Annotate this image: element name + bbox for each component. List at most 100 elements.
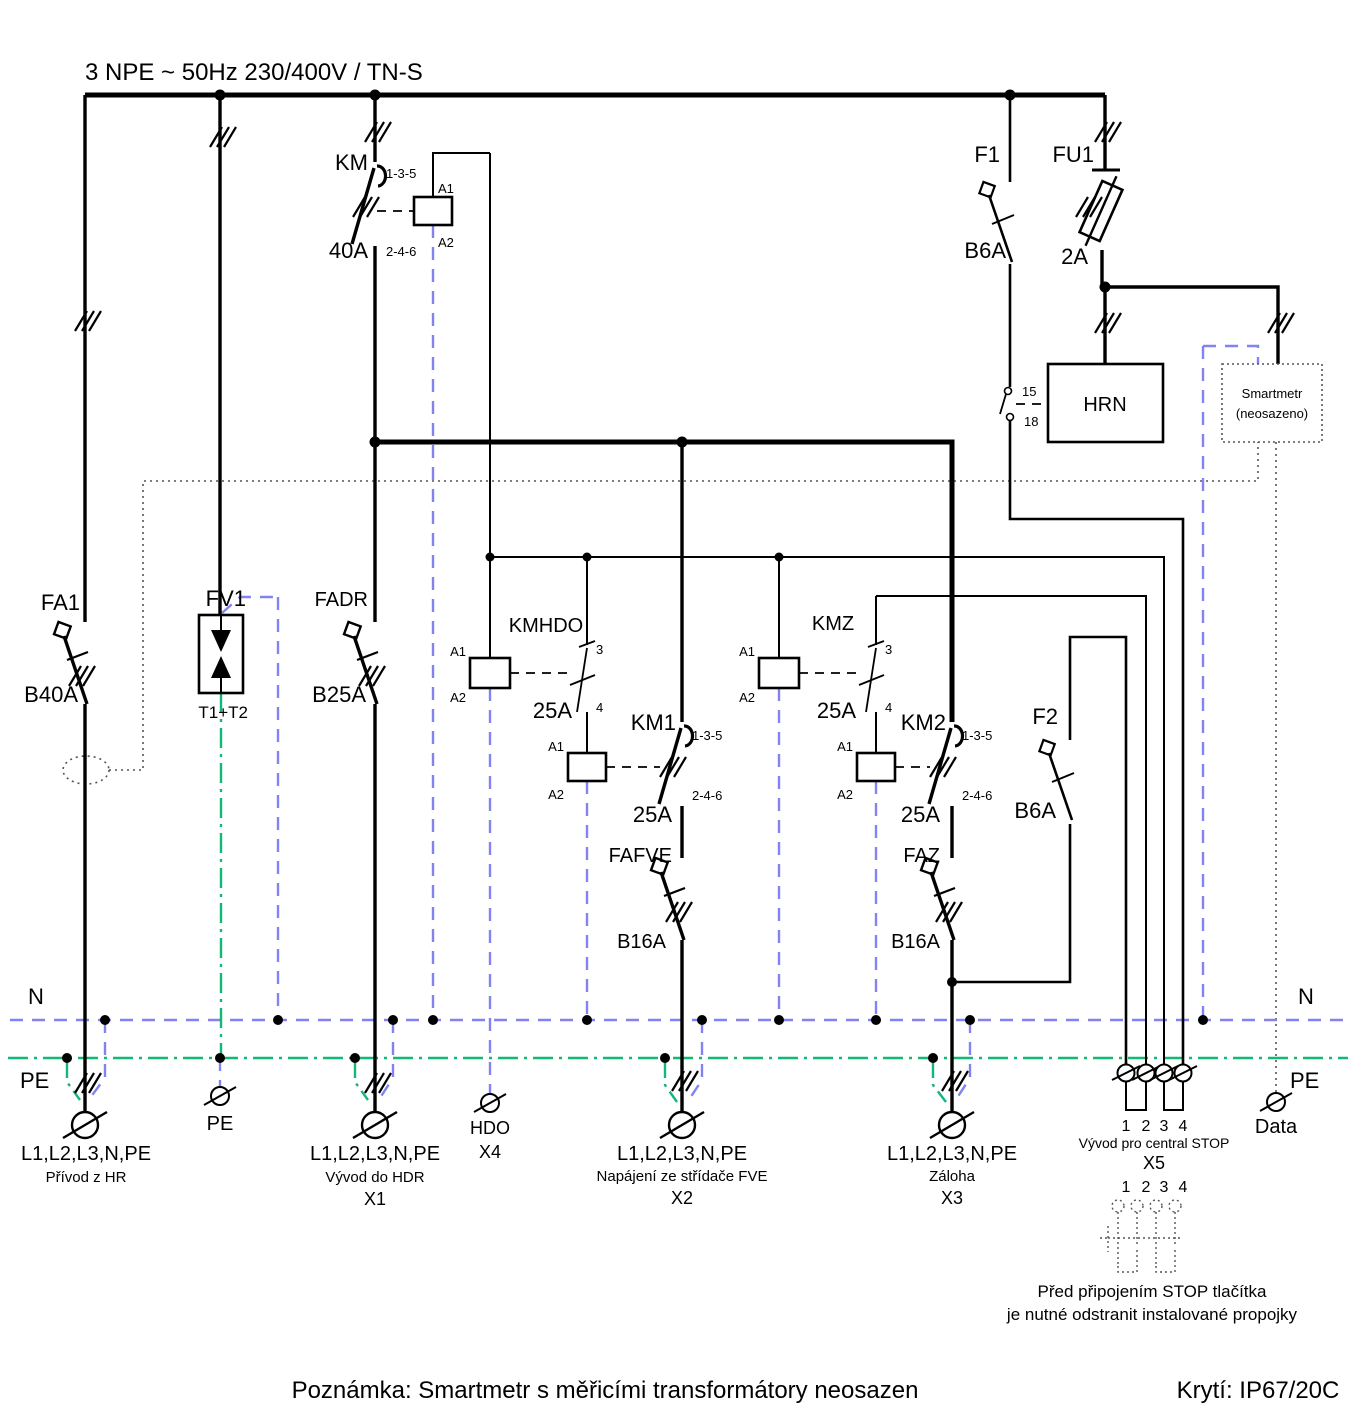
- footer-note: Poznámka: Smartmetr s měřicími transform…: [292, 1377, 919, 1404]
- km1-contactor: KM1 1-3-5 2-4-6 25A A1 A2: [548, 710, 722, 827]
- km-coil: [412, 195, 454, 227]
- km2-a1: A1: [837, 739, 853, 754]
- smartmetr-note: (neosazeno): [1236, 406, 1308, 421]
- x5-pin-4: 4: [1179, 1118, 1188, 1135]
- pe-rail-label-left: PE: [20, 1068, 49, 1093]
- kmz-a1: A1: [739, 644, 755, 659]
- km1-rating: 25A: [633, 802, 672, 827]
- terminal-data: Data: [1255, 1092, 1298, 1138]
- terminal-x5-block: 1 2 3 4 Vývod pro central STOP X5 1 2 3 …: [1006, 1063, 1298, 1324]
- fadr-rating: B25A: [312, 682, 366, 707]
- km1-a2: A2: [548, 787, 564, 802]
- fv1-type: T1+T2: [198, 703, 248, 722]
- slash-marks: [73, 120, 1296, 1095]
- km1-poles-top: 1-3-5: [692, 728, 722, 743]
- kmz-contact-top: 3: [885, 642, 892, 657]
- km2-coil: [855, 751, 897, 783]
- fv1-surge-protector: FV1 T1+T2: [197, 586, 248, 722]
- x1-wires: L1,L2,L3,N,PE: [310, 1143, 440, 1165]
- kmz-rating: 25A: [817, 698, 856, 723]
- x4-desc: HDO: [470, 1118, 510, 1138]
- kmz-a2: A2: [739, 690, 755, 705]
- privod-desc: Přívod z HR: [46, 1169, 127, 1186]
- smartmetr-box: Smartmetr (neosazeno): [1221, 363, 1323, 443]
- km1-a1: A1: [548, 739, 564, 754]
- f2-breaker: F2 B6A: [1014, 704, 1076, 823]
- x5-pin2-4: 4: [1179, 1179, 1188, 1196]
- fadr-breaker: FADR B25A: [312, 589, 385, 707]
- hrn-label: HRN: [1083, 394, 1126, 416]
- faz-breaker: FAZ B16A: [891, 845, 962, 953]
- x5-warning-line2: je nutné odstranit instalované propojky: [1006, 1305, 1298, 1324]
- km-contactor: KM 1-3-5 40A 2-4-6 A1 A2: [329, 150, 454, 263]
- x5-jumper-3-4: [1163, 1094, 1184, 1111]
- kmz-label: KMZ: [812, 613, 854, 635]
- x5-pin-2: 2: [1142, 1118, 1151, 1135]
- data-desc: Data: [1255, 1116, 1298, 1138]
- x5-pin2-1: 1: [1122, 1179, 1131, 1196]
- km2-poles-top: 1-3-5: [962, 728, 992, 743]
- stop-button-sketch-icon: [1100, 1199, 1182, 1273]
- x5-id: X5: [1143, 1153, 1165, 1173]
- km-a2: A2: [438, 235, 454, 250]
- f1-contact-18: 18: [1024, 414, 1038, 429]
- km-rating: 40A: [329, 238, 368, 263]
- kmhdo-rating: 25A: [533, 698, 572, 723]
- km-label: KM: [335, 150, 368, 175]
- kmhdo-a1: A1: [450, 644, 466, 659]
- kmhdo-contact-top: 3: [596, 642, 603, 657]
- f1-label: F1: [974, 142, 1000, 167]
- kmhdo-contact-bottom: 4: [596, 700, 603, 715]
- fadr-label: FADR: [315, 589, 368, 611]
- x3-wires: L1,L2,L3,N,PE: [887, 1143, 1017, 1165]
- hrn-contact-15: [1003, 386, 1013, 396]
- km2-label: KM2: [901, 710, 946, 735]
- x2-wires: L1,L2,L3,N,PE: [617, 1143, 747, 1165]
- kmz-contact-bottom: 4: [885, 700, 892, 715]
- km2-a2: A2: [837, 787, 853, 802]
- fa1-breaker: FA1 B40A: [24, 590, 95, 707]
- terminal-x1: L1,L2,L3,N,PE Vývod do HDR X1: [310, 1110, 440, 1209]
- km-a1: A1: [438, 181, 454, 196]
- kmhdo-relay: KMHDO 3 4 25A A1 A2: [450, 615, 603, 723]
- km1-coil: [566, 751, 608, 783]
- x1-desc: Vývod do HDR: [325, 1169, 424, 1186]
- f1-contact-15: 15: [1022, 384, 1036, 399]
- power-wiring: [83, 92, 1280, 1112]
- fv1-label: FV1: [206, 586, 246, 611]
- fu1-fuse: FU1 2A: [1052, 142, 1125, 269]
- measurement-dotted-wiring: [62, 442, 1277, 1093]
- terminal-x3: L1,L2,L3,N,PE Záloha X3: [887, 1110, 1017, 1208]
- kmhdo-label: KMHDO: [509, 615, 583, 637]
- pe-rail: [8, 693, 1348, 1103]
- x5-warning-line1: Před připojením STOP tlačítka: [1038, 1282, 1268, 1301]
- pe-rail-label-right: PE: [1290, 1068, 1319, 1093]
- fafve-label: FAFVE: [609, 845, 672, 867]
- neutral-rail: [10, 225, 1348, 1102]
- x5-pin-3: 3: [1160, 1118, 1169, 1135]
- fa1-label: FA1: [41, 590, 80, 615]
- kmz-coil: [757, 656, 801, 690]
- terminal-x4: HDO X4: [470, 1093, 510, 1162]
- fafve-rating: B16A: [617, 931, 667, 953]
- faz-label: FAZ: [903, 845, 940, 867]
- junction-dots: [62, 89, 1208, 1063]
- smartmetr-label: Smartmetr: [1242, 386, 1303, 401]
- x5-pin2-3: 3: [1160, 1179, 1169, 1196]
- hrn-relay: HRN: [1046, 362, 1165, 444]
- kmhdo-coil: [468, 656, 512, 690]
- fu1-rating: 2A: [1061, 244, 1088, 269]
- pe-terminal-label: PE: [207, 1113, 234, 1135]
- terminal-pe: PE: [203, 1086, 237, 1135]
- kmz-relay: KMZ 3 4 25A A1 A2: [739, 613, 892, 723]
- x3-id: X3: [941, 1188, 963, 1208]
- km1-label: KM1: [631, 710, 676, 735]
- km2-rating: 25A: [901, 802, 940, 827]
- footer-protection: Krytí: IP67/20C: [1177, 1377, 1340, 1404]
- x5-pin-1: 1: [1122, 1118, 1131, 1135]
- km2-poles-bottom: 2-4-6: [962, 788, 992, 803]
- hrn-contact-18: [1005, 412, 1015, 422]
- f1-breaker: F1 B6A 15 18: [964, 142, 1048, 429]
